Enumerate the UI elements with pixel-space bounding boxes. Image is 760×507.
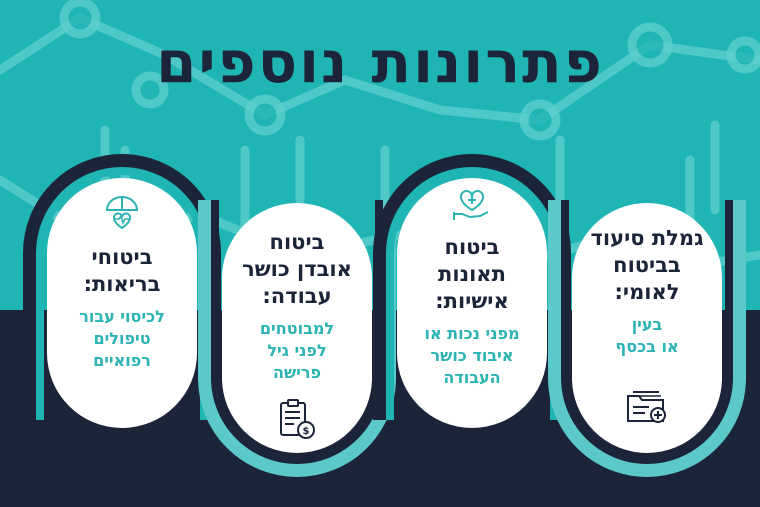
page-title: פתרונות נוספים bbox=[156, 28, 604, 96]
card-title: גמלת סיעוד בביטוח לאומי: bbox=[591, 225, 704, 306]
card-subtitle-line: טיפולים bbox=[93, 329, 151, 348]
card-nursing-benefit: גמלת סיעוד בביטוח לאומי: בעין או בכסף bbox=[572, 203, 722, 453]
card-title-line: ביטוח bbox=[444, 235, 500, 259]
card-title: ביטוח אובדן כושר עבודה: bbox=[242, 229, 352, 310]
card-subtitle: לכיסוי עבור טיפולים רפואיים bbox=[79, 306, 165, 372]
card-subtitle-line: בעין bbox=[631, 315, 663, 334]
card-subtitle-line: רפואיים bbox=[93, 351, 151, 370]
card-title-line: ביטוח bbox=[269, 230, 325, 254]
card-subtitle: למבוטחים לפני גיל פרישה bbox=[260, 318, 334, 384]
card-subtitle: בעין או בכסף bbox=[615, 314, 678, 358]
umbrella-health-icon bbox=[105, 196, 139, 230]
card-subtitle-line: איבוד כושר bbox=[430, 346, 514, 365]
card-title-line: לאומי: bbox=[614, 280, 680, 304]
card-title: ביטוח תאונות אישיות: bbox=[435, 234, 509, 315]
card-title-line: אישיות: bbox=[435, 289, 509, 313]
card-accident-insurance: ביטוח תאונות אישיות: מפני נכות או איבוד … bbox=[397, 178, 547, 428]
card-title-line: עבודה: bbox=[262, 284, 332, 308]
folder-plus-icon bbox=[627, 391, 666, 423]
card-subtitle: מפני נכות או איבוד כושר העבודה bbox=[424, 323, 519, 389]
card-disability-insurance: ביטוח אובדן כושר עבודה: למבוטחים לפני גי… bbox=[222, 203, 372, 453]
card-title: ביטוחי בריאות: bbox=[84, 244, 161, 298]
card-health-insurance: ביטוחי בריאות: לכיסוי עבור טיפולים רפואי… bbox=[47, 178, 197, 428]
card-title-line: בריאות: bbox=[83, 272, 161, 296]
card-subtitle-line: לכיסוי עבור bbox=[79, 307, 165, 326]
card-title-line: ביטוחי bbox=[91, 245, 153, 269]
card-subtitle-line: העבודה bbox=[443, 368, 501, 387]
card-subtitle-line: למבוטחים bbox=[259, 319, 335, 338]
heart-hand-icon bbox=[453, 190, 489, 220]
card-title-line: תאונות bbox=[438, 262, 506, 286]
card-subtitle-line: מפני נכות או bbox=[424, 324, 520, 343]
card-title-line: גמלת סיעוד bbox=[590, 226, 704, 250]
card-subtitle-line: לפני גיל bbox=[267, 341, 327, 360]
card-subtitle-line: או בכסף bbox=[615, 337, 679, 356]
card-title-line: אובדן כושר bbox=[242, 257, 352, 281]
card-subtitle-line: פרישה bbox=[273, 363, 321, 382]
card-title-line: בביטוח bbox=[613, 253, 681, 277]
clipboard-money-icon: $ bbox=[280, 399, 315, 439]
svg-text:$: $ bbox=[303, 426, 310, 437]
